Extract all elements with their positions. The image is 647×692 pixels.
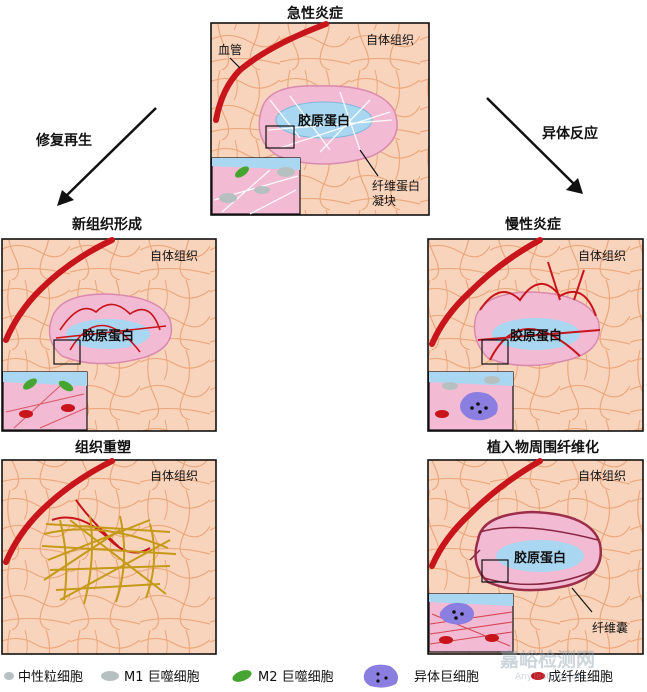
label-fibrin-clot-2: 凝块 [372,193,396,208]
blood-vessel [213,21,329,123]
arrow-label-foreign-body: 异体反应 [542,125,598,142]
title-chronic: 慢性炎症 [505,216,561,233]
label-tissue-acute: 自体组织 [366,33,414,47]
remodeled-collagen-fibers [41,515,177,605]
label-tissue-remodel: 自体组织 [150,469,198,483]
label-collagen-new: 胶原蛋白 [82,328,134,344]
clot-pointer [359,149,379,177]
m1-cell [277,167,295,177]
title-remodel: 组织重塑 [75,439,131,456]
zoom-marker [265,125,295,149]
fibrosis-inset [428,593,514,653]
label-tissue-new: 自体组织 [150,249,198,263]
chronic-inset [428,371,514,431]
label-collagen-fibrosis: 胶原蛋白 [514,550,566,566]
legend: 中性粒细胞 M1 巨噬细胞 M2 巨噬细胞 异体巨细胞 成纤维细胞 [4,664,613,688]
legend-giant-cell: 异体巨细胞 [414,670,479,685]
label-collagen: 胶原蛋白 [298,113,350,129]
panel-chronic: 慢性炎症 胶原蛋白 自体组织 [427,216,644,432]
collagen-implant [275,101,373,139]
arrow-repair: 修复再生 [35,107,157,206]
legend-neutrophil: 中性粒细胞 [18,670,83,685]
panel-new-tissue: 新组织形成 胶原蛋白 自体组织 [1,216,217,432]
label-tissue-chronic: 自体组织 [578,249,626,263]
m2-cell [235,166,249,178]
new-tissue-inset [2,371,88,431]
neutrophil-cell [219,193,237,203]
acute-inset [211,157,301,215]
panel-acute: 急性炎症 胶原蛋白 血管 自体组织 纤维蛋白 凝块 [210,5,430,216]
legend-fibroblast: 成纤维细胞 [548,670,613,685]
vessel-pointer [229,57,241,69]
title-new-tissue: 新组织形成 [72,216,142,233]
giant-cell [460,392,498,421]
legend-fibroblast-swatch [531,672,545,680]
label-tissue-fibrosis: 自体组织 [578,469,626,483]
panel-fibrosis: 植入物周围纤维化 胶原蛋白 自体组织 纤维囊 [427,439,644,655]
legend-m1: M1 巨噬细胞 [124,670,200,685]
watermark-sub: AnyTesting.com [515,672,586,682]
legend-m1-swatch [101,671,119,681]
panel-remodel: 组织重塑 自体组织 [1,439,217,655]
title-acute: 急性炎症 [287,5,343,22]
legend-m2: M2 巨噬细胞 [258,670,334,685]
watermark: 嘉峪检测网 AnyTesting.com [499,648,595,682]
label-fibrin-clot-1: 纤维蛋白 [372,178,420,193]
title-fibrosis: 植入物周围纤维化 [486,439,599,456]
legend-m2-swatch [232,670,252,682]
legend-giant-cell-swatch [363,664,398,688]
neutrophil-cell [254,186,270,194]
label-vessel: 血管 [218,42,242,57]
label-collagen-chronic: 胶原蛋白 [510,328,562,344]
label-capsule: 纤维囊 [592,620,628,635]
arrow-foreign-body: 异体反应 [486,97,598,194]
legend-neutrophil-swatch [4,672,14,680]
arrow-label-repair: 修复再生 [35,132,92,149]
new-capillaries [55,303,167,353]
watermark-main: 嘉峪检测网 [499,648,595,671]
fibrin-strands [267,91,393,153]
